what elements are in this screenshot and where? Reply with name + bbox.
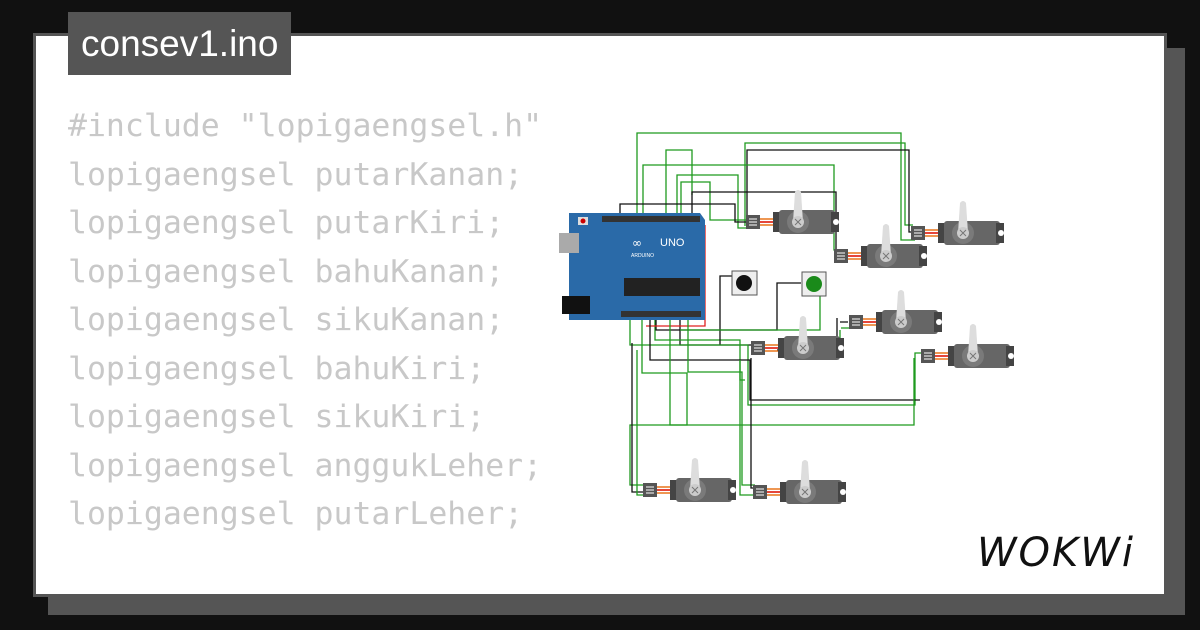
board-model: UNO (660, 237, 685, 249)
code-line: lopigaengsel bahuKanan; (68, 253, 505, 290)
file-title: consev1.ino (68, 12, 292, 75)
servo-5[interactable] (750, 315, 845, 361)
logo-text: WOKWi (977, 530, 1135, 576)
code-line: lopigaengsel sikuKanan; (68, 302, 505, 338)
servo-4[interactable] (848, 289, 943, 335)
code-line: #include "lopigaengsel.h" (68, 108, 543, 144)
servo-8[interactable] (752, 459, 847, 505)
servo-7[interactable] (642, 457, 737, 503)
code-preview: #include "lopigaengsel.h" lopigaengsel pu… (68, 102, 542, 539)
arduino-infinity-icon: ∞ (632, 236, 642, 250)
servo-3[interactable] (910, 200, 1005, 246)
circuit-diagram: UNO ARDUINO ∞ (559, 132, 1015, 505)
pushbutton-green[interactable] (801, 271, 827, 297)
code-line: lopigaengsel putarLeher; (68, 496, 524, 532)
code-line: lopigaengsel sikuKiri; (68, 399, 486, 435)
code-line: lopigaengsel putarKiri; (68, 205, 505, 241)
wokwi-logo: WOKWi (977, 530, 1135, 576)
pushbutton-black[interactable] (731, 270, 758, 296)
code-line: lopigaengsel putarKanan; (68, 156, 524, 193)
arduino-uno[interactable]: UNO ARDUINO ∞ (559, 213, 705, 320)
board-brand: ARDUINO (631, 253, 654, 259)
code-line: lopigaengsel bahuKiri; (68, 350, 486, 387)
code-line: lopigaengsel anggukLeher; (68, 447, 543, 484)
servo-1[interactable] (745, 189, 840, 235)
